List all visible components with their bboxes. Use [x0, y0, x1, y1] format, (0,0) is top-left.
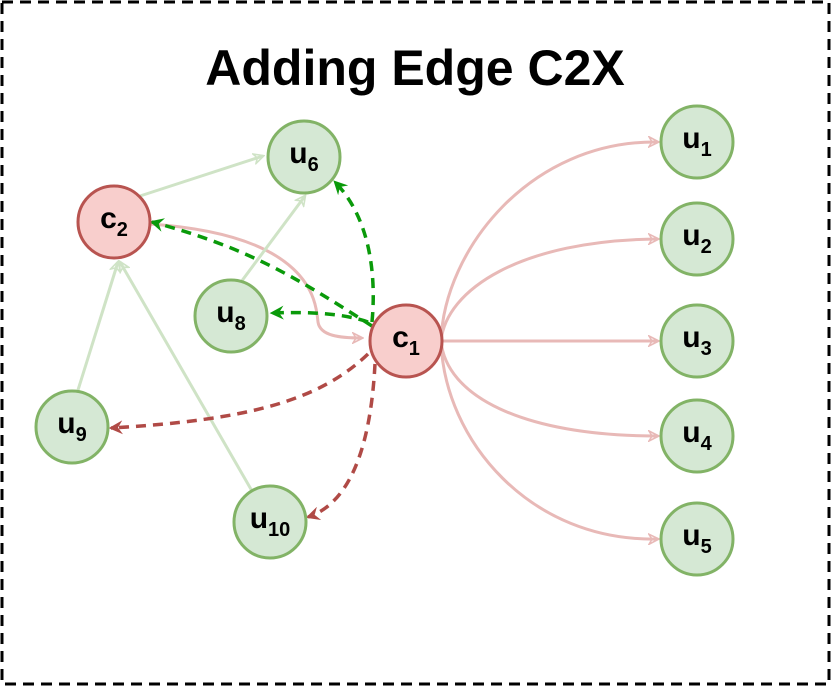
- node-u5: u5: [659, 501, 735, 577]
- existing-edge-red-c2-c1: [149, 222, 362, 338]
- node-label-u3: u3: [682, 321, 711, 360]
- node-circle-u1: [659, 104, 735, 180]
- node-label-u10: u10: [250, 502, 291, 541]
- new-edge-green-c1-u8: [269, 305, 369, 324]
- node-u9: u9: [34, 389, 110, 465]
- existing-edge-red-c1-u2: [439, 239, 658, 342]
- node-label-u6: u6: [289, 137, 318, 176]
- new-edge-green-c1-u6: [333, 180, 375, 323]
- existing-edge-green-u8-u6: [239, 196, 305, 283]
- node-u10: u10: [232, 484, 308, 560]
- node-circle-u6: [266, 119, 342, 195]
- new-edge-green-c1-c2: [149, 218, 373, 328]
- node-label-u5: u5: [682, 519, 711, 558]
- diagram-title: Adding Edge C2X: [205, 40, 624, 96]
- node-label-subscript: 2: [701, 236, 712, 258]
- existing-edge-red-c1-u5: [439, 340, 658, 539]
- node-circle-c1: [368, 303, 444, 379]
- node-label-base: u: [682, 519, 700, 552]
- existing-edge-green-u9-c2: [76, 262, 118, 391]
- node-u6: u6: [266, 119, 342, 195]
- node-u1: u1: [659, 104, 735, 180]
- node-label-u9: u9: [57, 407, 86, 446]
- node-circle-u3: [659, 303, 735, 379]
- node-c2: c2: [76, 184, 152, 260]
- node-label-subscript: 10: [268, 519, 290, 541]
- node-label-base: u: [289, 137, 307, 170]
- node-circle-u4: [659, 398, 735, 474]
- existing-edge-green-c2-u6: [139, 156, 263, 198]
- node-circle-u8: [193, 278, 269, 354]
- node-label-base: u: [250, 502, 268, 535]
- node-c1: c1: [368, 303, 444, 379]
- node-u4: u4: [659, 398, 735, 474]
- node-label-subscript: 8: [235, 313, 246, 335]
- node-label-base: u: [57, 407, 75, 440]
- node-u2: u2: [659, 201, 735, 277]
- node-label-base: u: [216, 296, 234, 329]
- node-label-base: c: [100, 202, 117, 235]
- node-label-subscript: 1: [409, 338, 420, 360]
- existing-edge-red-c1-u1: [439, 142, 658, 342]
- node-circle-u2: [659, 201, 735, 277]
- node-label-base: u: [682, 219, 700, 252]
- node-label-subscript: 6: [308, 154, 319, 176]
- existing-edge-red-c1-u4: [439, 340, 658, 436]
- node-label-u4: u4: [682, 416, 712, 455]
- node-label-c1: c1: [392, 321, 420, 360]
- node-circle-u10: [232, 484, 308, 560]
- node-label-subscript: 3: [701, 338, 712, 360]
- node-label-c2: c2: [100, 202, 128, 241]
- existing-edge-green-u10-c2: [120, 262, 254, 492]
- node-label-subscript: 1: [701, 139, 712, 161]
- node-label-subscript: 2: [117, 219, 128, 241]
- node-label-base: u: [682, 321, 700, 354]
- node-label-u1: u1: [682, 122, 711, 161]
- node-circle-u9: [34, 389, 110, 465]
- edges-layer: [76, 142, 658, 539]
- node-label-u8: u8: [216, 296, 245, 335]
- node-u3: u3: [659, 303, 735, 379]
- node-label-base: c: [392, 321, 409, 354]
- new-edge-red-c1-u10: [305, 363, 377, 521]
- node-label-base: u: [682, 122, 700, 155]
- node-u8: u8: [193, 278, 269, 354]
- new-edge-red-c1-u9: [108, 352, 370, 435]
- node-circle-u5: [659, 501, 735, 577]
- node-label-u2: u2: [682, 219, 711, 258]
- node-circle-c2: [76, 184, 152, 260]
- node-label-subscript: 4: [701, 433, 713, 455]
- node-label-base: u: [682, 416, 700, 449]
- node-label-subscript: 5: [701, 536, 712, 558]
- node-label-subscript: 9: [76, 424, 87, 446]
